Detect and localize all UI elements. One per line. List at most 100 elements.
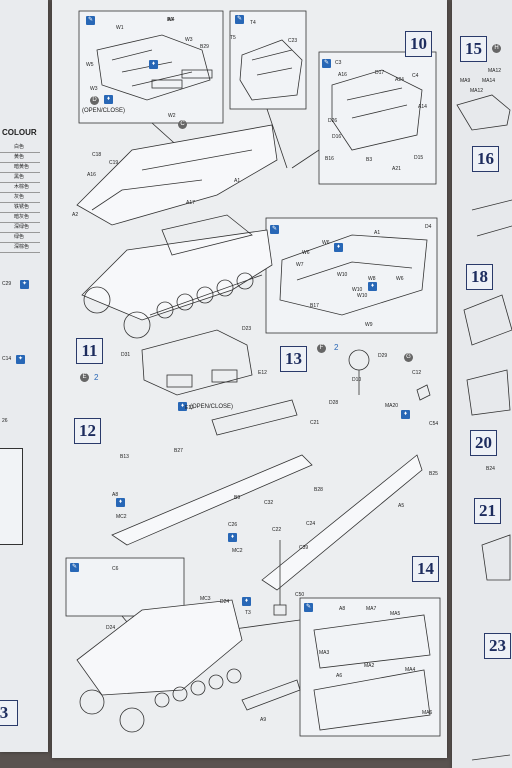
part-label: MA20 <box>385 403 399 409</box>
part-label: D23 <box>242 326 252 332</box>
detail-box <box>0 448 23 545</box>
part-label: W8 <box>368 276 376 282</box>
step-number-11: 11 <box>76 338 103 364</box>
part-label: MA3 <box>319 650 330 656</box>
sprue-badge: C <box>178 120 187 129</box>
cement-icon: ✎ <box>304 603 313 612</box>
colour-row: 暗灰色 <box>0 213 40 223</box>
part-label: C24 <box>306 521 316 527</box>
sprue-count: 2 <box>94 373 99 382</box>
sprue-badge: G <box>404 353 413 362</box>
part-label: A8 <box>112 492 119 498</box>
part-label: 26 <box>2 418 8 424</box>
part-label: C23 <box>288 38 298 44</box>
main-instruction-sheet: 10 11 12 13 14 E 2 F 2 G D C (OPEN/CLOSE… <box>52 0 447 758</box>
part-label: MA6 <box>422 710 433 716</box>
left-instruction-sheet: COLOUR 白色黄色暗黄色黑色木棕色灰色铁锈色暗灰色深绿色绿色深棕色 C29 … <box>0 0 48 752</box>
part-label: MA5 <box>390 611 401 617</box>
step-number-15: 15 <box>460 36 487 62</box>
open-close-note: (OPEN/CLOSE) <box>82 108 126 114</box>
part-label: D26 <box>328 118 338 124</box>
step-number-16: 16 <box>472 146 499 172</box>
cement-icon: ✎ <box>270 225 279 234</box>
part-label: W4 <box>167 17 175 23</box>
part-label: A21 <box>392 166 401 172</box>
part-label: D24 <box>106 625 116 631</box>
part-label: B17 <box>310 303 319 309</box>
part-label: A14 <box>418 104 427 110</box>
sprue-badge: E <box>80 373 89 382</box>
part-label: A1 <box>374 230 381 236</box>
part-label: MA9 <box>460 78 471 84</box>
part-label: A5 <box>398 503 405 509</box>
part-label: E12 <box>258 370 267 376</box>
pe-part-icon: ♦ <box>149 60 158 69</box>
part-label: MC2 <box>232 548 243 554</box>
part-label: B13 <box>120 454 129 460</box>
part-label: W3 <box>185 37 193 43</box>
part-label: A17 <box>186 200 195 206</box>
part-label: A16 <box>338 72 347 78</box>
pe-part-icon: ♦ <box>334 243 343 252</box>
assembly-drawings <box>65 10 441 737</box>
part-label: MA14 <box>482 78 496 84</box>
part-label: MC3 <box>200 596 211 602</box>
part-label: B24 <box>486 466 495 472</box>
part-label: D24 <box>220 599 230 605</box>
part-label: W7 <box>296 262 304 268</box>
part-label: B9 <box>234 495 241 501</box>
step-number-13: 13 <box>280 346 307 372</box>
part-label: B16 <box>325 156 334 162</box>
part-label: A6 <box>336 673 343 679</box>
part-label: C50 <box>295 592 305 598</box>
cement-icon: ✎ <box>70 563 79 572</box>
colour-row: 黑色 <box>0 173 40 183</box>
step-number-20: 20 <box>470 430 497 456</box>
colour-row: 深绿色 <box>0 223 40 233</box>
part-label: W5 <box>86 62 94 68</box>
part-label: MA2 <box>364 663 375 669</box>
colour-table: 白色黄色暗黄色黑色木棕色灰色铁锈色暗灰色深绿色绿色深棕色 <box>0 143 40 253</box>
part-label: C39 <box>299 545 309 551</box>
part-label: W9 <box>365 322 373 328</box>
pe-part-icon: ♦ <box>242 597 251 606</box>
part-label: C18 <box>92 152 102 158</box>
right-instruction-sheet: 15 H 16 18 20 21 23 MA9 MA12 MA14 MA12 B… <box>452 0 512 768</box>
part-label: C22 <box>272 527 282 533</box>
part-label: W10 <box>352 287 363 293</box>
part-label: D28 <box>329 400 339 406</box>
step-number-10: 10 <box>405 31 432 57</box>
part-label: MA7 <box>366 606 377 612</box>
assembly-icon: ✦ <box>16 355 25 364</box>
part-label: T3 <box>245 610 251 616</box>
part-label: W6 <box>322 240 330 246</box>
colour-row: 木棕色 <box>0 183 40 193</box>
colour-row: 铁锈色 <box>0 203 40 213</box>
part-label: C14 <box>2 356 12 362</box>
part-label: C29 <box>2 281 12 287</box>
right-sheet-drawings <box>456 94 512 761</box>
colour-row: 黄色 <box>0 153 40 163</box>
part-label: A9 <box>260 717 267 723</box>
part-label: A2 <box>72 212 79 218</box>
part-label: W10 <box>357 293 368 299</box>
part-label: C54 <box>429 421 439 427</box>
part-label: D16 <box>332 134 342 140</box>
part-label: A16 <box>87 172 96 178</box>
part-label: T4 <box>250 20 256 26</box>
sprue-badge: D <box>90 96 99 105</box>
pe-part-icon: ♦ <box>116 498 125 507</box>
cement-icon: ✎ <box>235 15 244 24</box>
part-label: B28 <box>314 487 323 493</box>
assembly-icon: ✦ <box>20 280 29 289</box>
sprue-count: 2 <box>334 343 339 352</box>
pe-part-icon: ♦ <box>401 410 410 419</box>
part-label: B3 <box>366 157 373 163</box>
part-label: C21 <box>310 420 320 426</box>
part-label: W6 <box>302 250 310 256</box>
step-number-21: 21 <box>474 498 501 524</box>
sprue-badge: H <box>492 44 501 53</box>
part-label: T5 <box>230 35 236 41</box>
part-label: C3 <box>335 60 342 66</box>
part-label: C4 <box>412 73 419 79</box>
